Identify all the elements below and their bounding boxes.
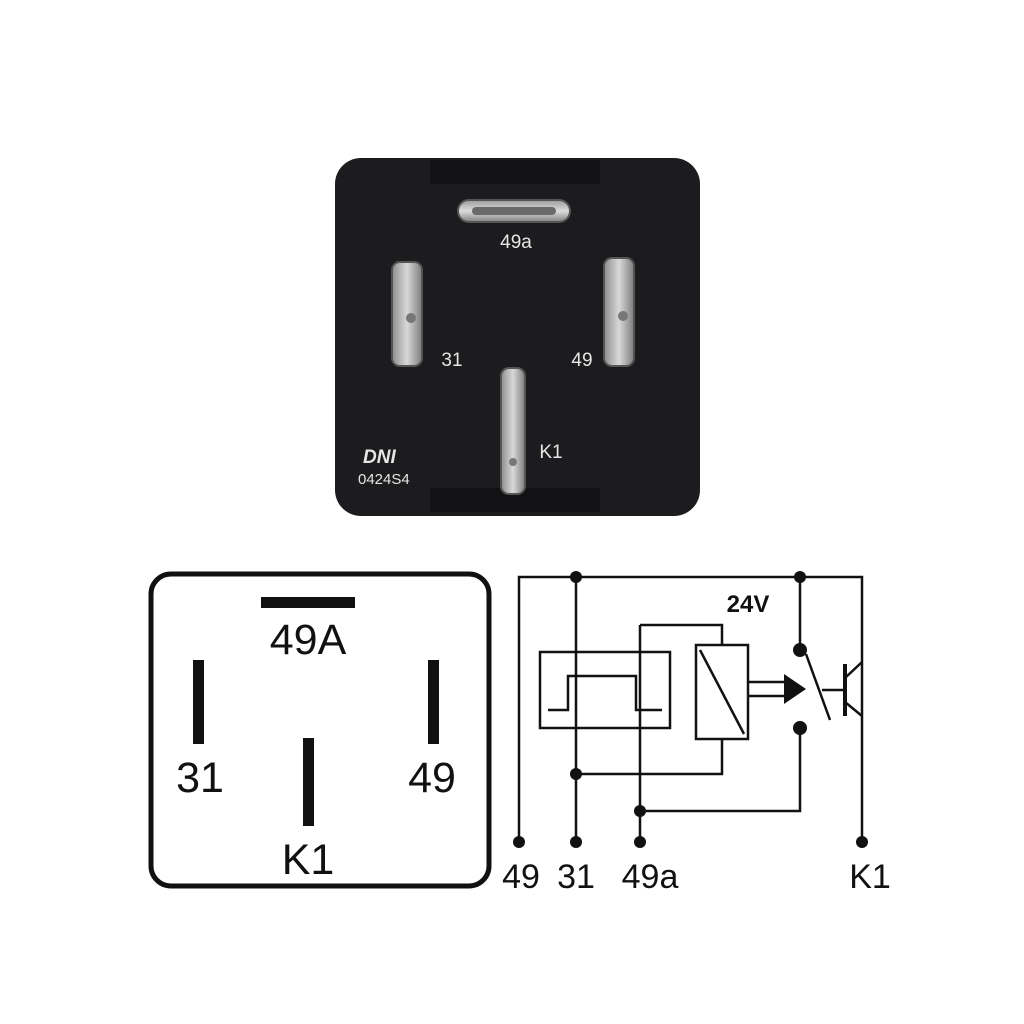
photo-label-49: 49 — [571, 350, 592, 371]
terminal-label-49: 49 — [502, 858, 540, 896]
terminal-dot-k1 — [856, 836, 868, 848]
brand-logo: DNI — [363, 447, 396, 468]
pin-49 — [603, 257, 635, 367]
pin-k1 — [500, 367, 526, 495]
coil-diagonal — [698, 649, 746, 735]
pinout-diagram: 49A 31 49 K1 — [148, 571, 492, 889]
wire-49 — [517, 575, 864, 842]
terminal-label-31: 31 — [557, 858, 595, 896]
terminal-dot-49a — [634, 836, 646, 848]
dot-top-switch — [794, 571, 806, 583]
pinout-outline — [148, 571, 492, 889]
junction-dots — [513, 571, 868, 848]
photo-label-31: 31 — [441, 350, 462, 371]
dot-49a-switch — [634, 805, 646, 817]
terminal-label-49a: 49a — [622, 858, 679, 896]
linkage-arrowhead — [784, 674, 806, 704]
terminal-dot-49 — [513, 836, 525, 848]
terminal-label-k1: K1 — [849, 858, 891, 896]
pinout-label-49a: 49A — [270, 616, 347, 664]
relay-top-ridge — [430, 160, 600, 184]
schematic-diagram — [517, 575, 864, 842]
voltage-label: 24V — [727, 591, 770, 618]
dot-top-31 — [570, 571, 582, 583]
dot-31-coil — [570, 768, 582, 780]
timer-block — [538, 650, 672, 730]
pulse-symbol — [548, 674, 662, 712]
pinout-label-49: 49 — [408, 754, 456, 802]
part-code: 0424S4 — [358, 471, 410, 488]
terminal-dot-31 — [570, 836, 582, 848]
pin-49a — [457, 199, 571, 223]
pinout-bar-49a — [261, 597, 355, 608]
switch-blade — [804, 653, 832, 721]
pinout-label-k1: K1 — [282, 836, 335, 884]
wire-coil-bottom — [576, 739, 724, 776]
photo-label-49a: 49a — [500, 232, 532, 253]
relay-photo: 49a 31 49 K1 DNI 0424S4 — [335, 158, 700, 516]
wire-contact-bottom — [640, 728, 802, 813]
wire-coil-top — [640, 623, 724, 645]
pinout-bar-49 — [428, 660, 439, 744]
pinout-label-31: 31 — [176, 754, 224, 802]
diagrams-area: 49A 31 49 K1 — [0, 540, 1024, 1024]
photo-label-k1: K1 — [539, 442, 562, 463]
transistor-collector — [844, 661, 863, 679]
pinout-bar-31 — [193, 660, 204, 744]
dot-contact-upper — [793, 643, 807, 657]
relay-body — [335, 158, 700, 516]
pin-31 — [391, 261, 423, 367]
pinout-bar-k1 — [303, 738, 314, 826]
transistor-emitter — [844, 701, 863, 717]
dot-contact-lower — [793, 721, 807, 735]
